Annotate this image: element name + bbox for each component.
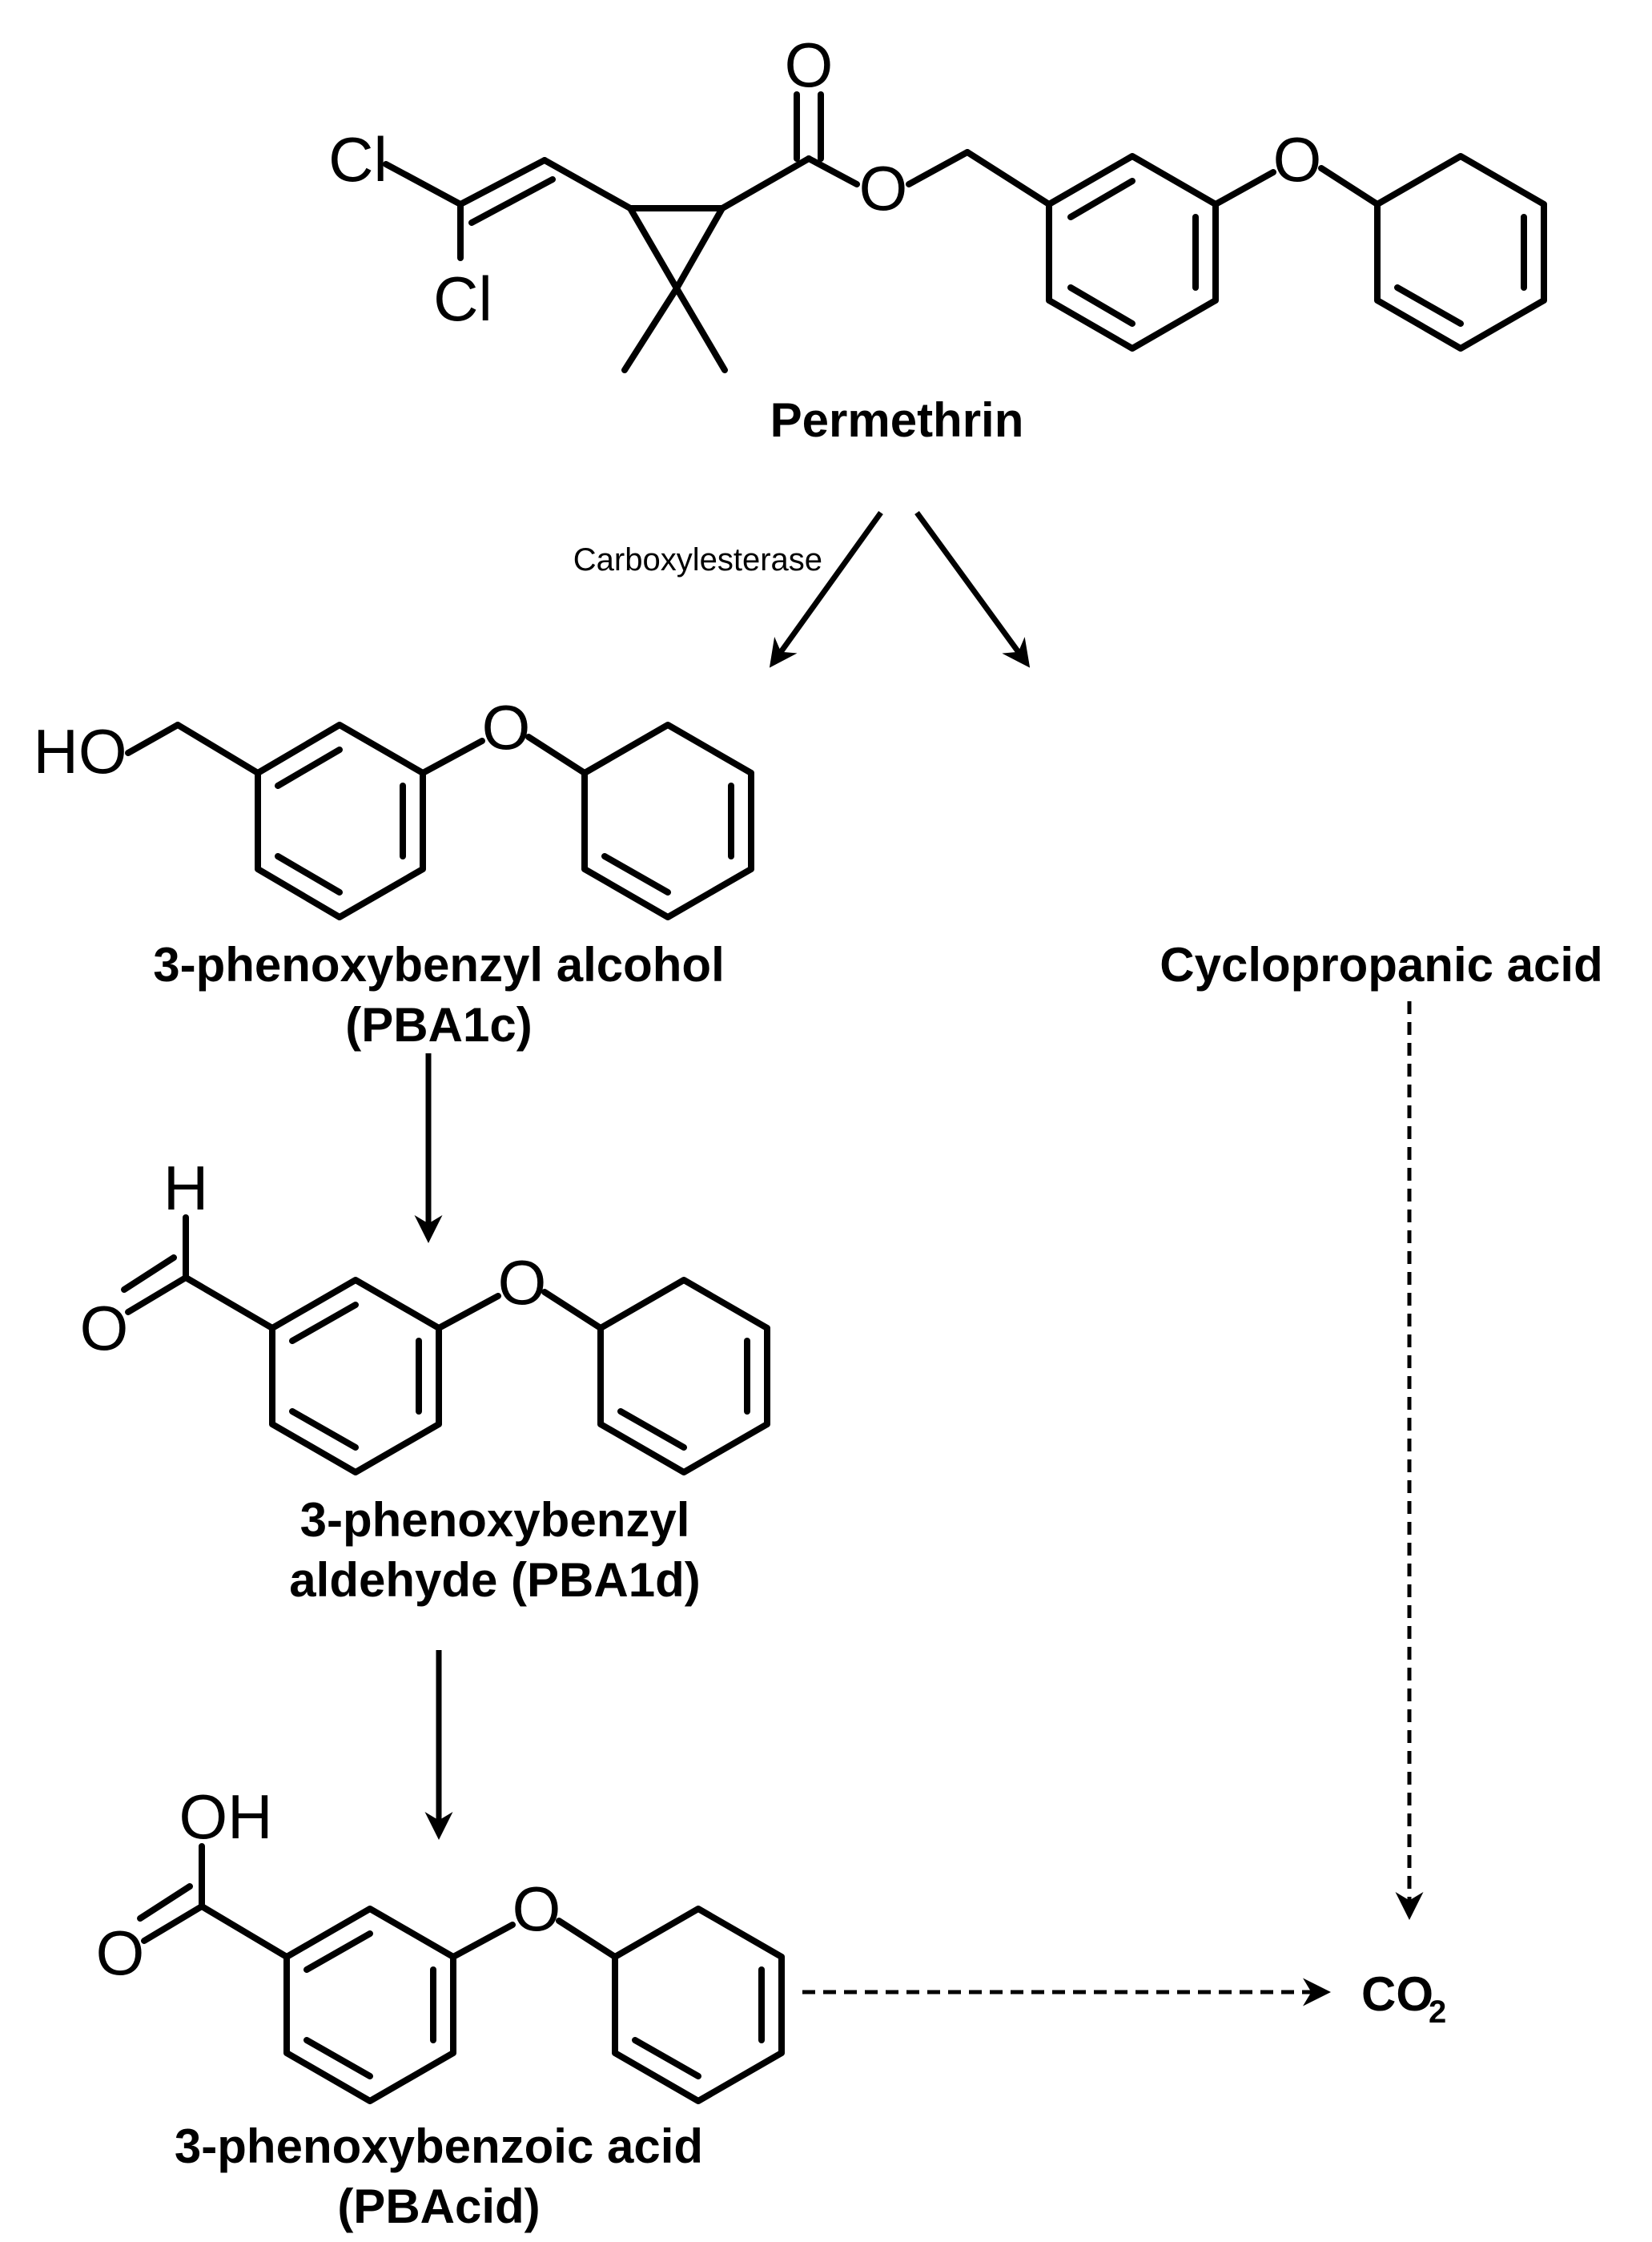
acid-hydroxyl: OH <box>179 1781 273 1852</box>
hydroxyl-group: HO <box>34 716 127 787</box>
aldehyde-label-line1: 3-phenoxybenzyl <box>300 1493 690 1547</box>
acid-structure: OH O O <box>96 1781 785 2104</box>
ester-oxygen: O <box>859 153 908 223</box>
split-arrow-cyclopropanic <box>914 510 1031 668</box>
carbonyl-oxygen: O <box>96 1918 145 1988</box>
alcohol-label-line2: (PBA1c) <box>345 998 532 1052</box>
acid-label-line2: (PBAcid) <box>337 2180 540 2233</box>
carboxylesterase-arrow <box>769 510 883 668</box>
carboxylesterase-label: Carboxylesterase <box>573 542 822 578</box>
permethrin-label: Permethrin <box>770 393 1024 447</box>
aldehyde-structure: H O O <box>80 1153 770 1475</box>
ether-oxygen: O <box>512 1874 561 1944</box>
co2-main: CO <box>1361 1967 1433 2021</box>
alcohol-label-line1: 3-phenoxybenzyl alcohol <box>153 938 724 992</box>
chlorine-atom-1: Cl <box>328 124 388 195</box>
aldehyde-label-line2: aldehyde (PBA1d) <box>289 1553 700 1607</box>
co2-subscript: 2 <box>1429 1994 1446 2030</box>
ether-oxygen: O <box>1273 124 1322 195</box>
ether-oxygen: O <box>498 1247 547 1318</box>
aldehyde-oxygen: O <box>80 1293 129 1363</box>
co2-label: CO 2 <box>1361 1967 1446 2030</box>
ether-oxygen: O <box>482 692 531 763</box>
chlorine-atom-2: Cl <box>433 264 492 334</box>
carbonyl-oxygen: O <box>785 30 834 100</box>
aldehyde-hydrogen: H <box>163 1153 208 1223</box>
alcohol-structure: HO O <box>34 692 754 920</box>
permethrin-structure: Cl Cl O O O <box>328 30 1547 373</box>
cyclopropanic-acid-label: Cyclopropanic acid <box>1160 938 1602 992</box>
acid-label-line1: 3-phenoxybenzoic acid <box>175 2119 703 2173</box>
